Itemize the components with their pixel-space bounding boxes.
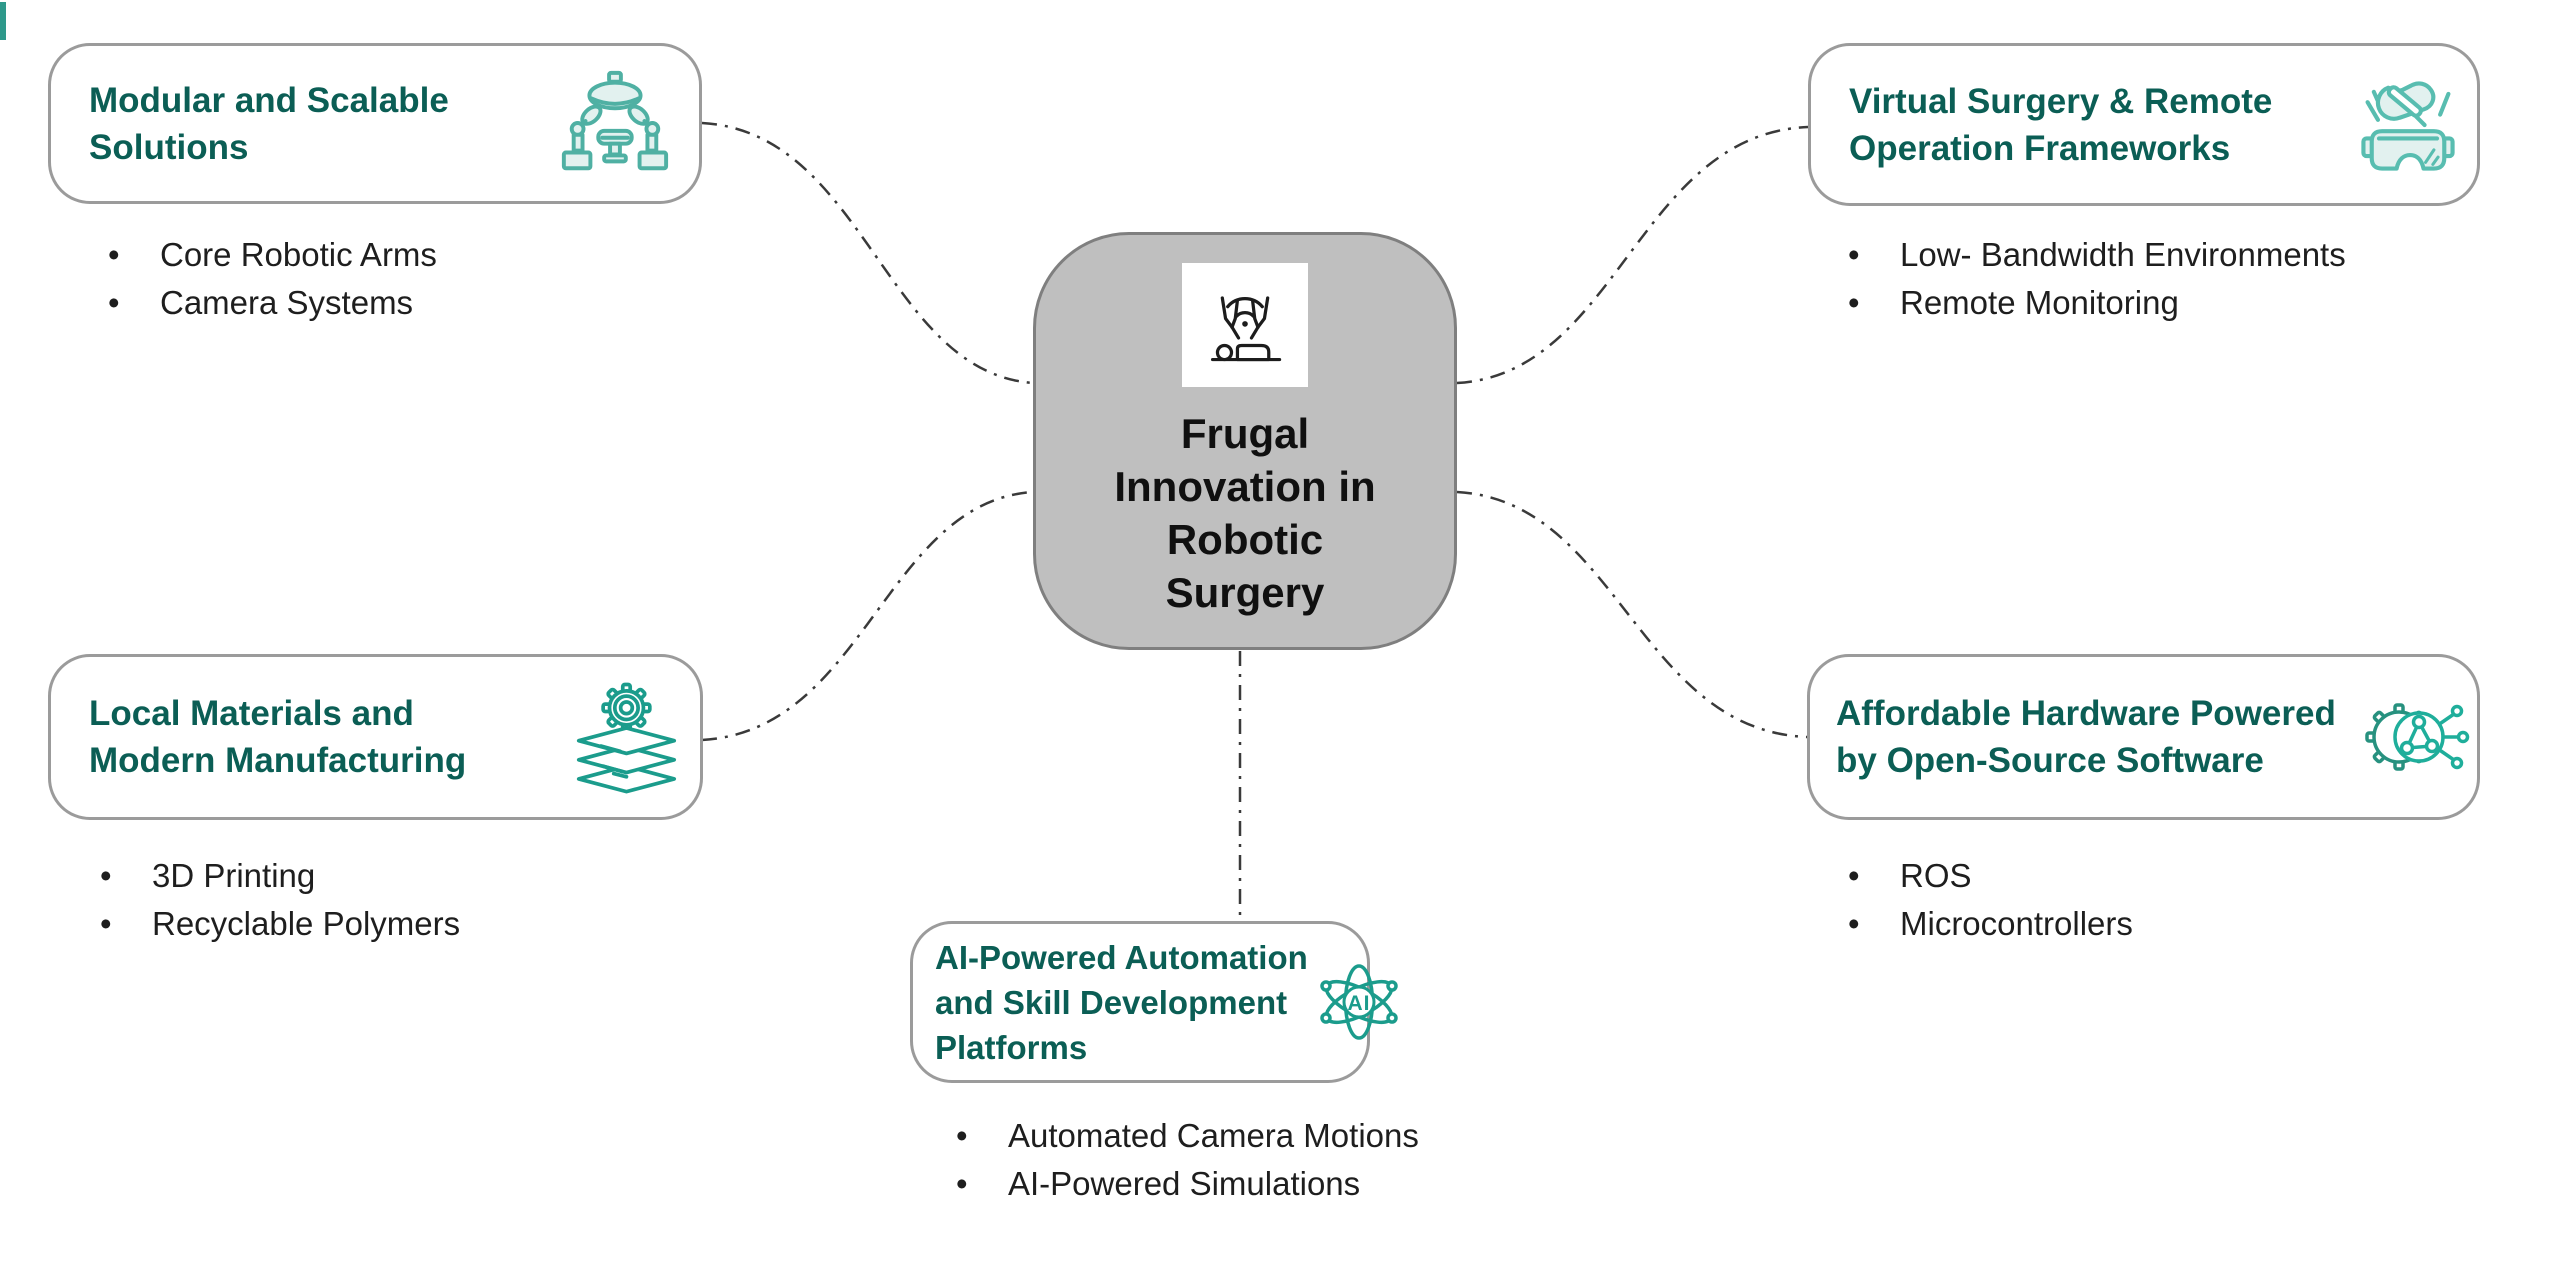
branch-title-line: by Open-Source Software (1836, 741, 2264, 780)
bullet-text: Automated Camera Motions (1008, 1117, 1419, 1154)
branch-title-line: Operation Frameworks (1849, 128, 2231, 168)
bullet-text: AI-Powered Simulations (1008, 1165, 1361, 1202)
center-title-line: Frugal (1180, 410, 1310, 457)
branch-card-affordable-hardware: Affordable Hardware Powered by Open-Sour… (1807, 654, 2480, 820)
bullet-text: Remote Monitoring (1900, 284, 2179, 321)
branch-bullets-virtual-remote: Low- Bandwidth Environments Remote Monit… (1848, 231, 2346, 327)
center-title-line: Robotic (1166, 516, 1324, 563)
branch-title-line: Modular and Scalable (89, 80, 449, 120)
ai-icon-label: AI (1347, 992, 1370, 1015)
slide-edge-accent (0, 2, 6, 40)
branch-title-line: AI-Powered Automation (935, 938, 1308, 976)
branch-title-line: Solutions (89, 127, 249, 167)
surgical-robot-station-icon (555, 65, 673, 183)
layered-materials-gear-icon (568, 676, 686, 798)
bullet-item: 3D Printing (100, 852, 460, 900)
vr-goggles-scalpel-icon (2351, 69, 2465, 181)
bullet-item: ROS (1848, 852, 2133, 900)
bullet-text: Camera Systems (160, 284, 414, 321)
branch-card-local-materials: Local Materials and Modern Manufacturing (48, 654, 703, 820)
branch-title: Affordable Hardware Powered by Open-Sour… (1836, 690, 2363, 784)
branch-card-ai-platforms: AI-Powered Automation and Skill Developm… (910, 921, 1398, 1083)
branch-bullets-modular-scalable: Core Robotic Arms Camera Systems (108, 231, 437, 327)
branch-title: Modular and Scalable Solutions (89, 77, 555, 171)
bullet-item: Core Robotic Arms (108, 231, 437, 279)
bullet-item: Remote Monitoring (1848, 279, 2346, 327)
bullet-item: Low- Bandwidth Environments (1848, 231, 2346, 279)
branch-title: Local Materials and Modern Manufacturing (89, 690, 568, 784)
branch-bullets-affordable-hardware: ROS Microcontrollers (1848, 852, 2133, 948)
center-node: Frugal Innovation in Robotic Surgery (1033, 232, 1457, 650)
connector-top-right (1456, 125, 1809, 385)
branch-card-modular-scalable: Modular and Scalable Solutions (48, 43, 702, 204)
branch-title-line: Virtual Surgery & Remote (1849, 81, 2273, 121)
center-title-line: Surgery (1165, 569, 1325, 616)
center-title-line: Innovation in (1114, 463, 1376, 510)
branch-title-line: Local Materials and (89, 694, 414, 733)
branch-title: Virtual Surgery & Remote Operation Frame… (1849, 78, 2351, 172)
ai-atom-icon: AI (1308, 951, 1410, 1053)
connector-top-left (701, 121, 1034, 385)
bullet-text: Microcontrollers (1900, 905, 2133, 942)
branch-title: AI-Powered Automation and Skill Developm… (935, 935, 1308, 1070)
branch-title-line: and Skill Development (935, 983, 1288, 1021)
connector-bottom-left (701, 490, 1034, 742)
branch-bullets-local-materials: 3D Printing Recyclable Polymers (100, 852, 460, 948)
bullet-item: Camera Systems (108, 279, 437, 327)
bullet-item: Microcontrollers (1848, 900, 2133, 948)
connector-bottom-right (1456, 490, 1808, 739)
bullet-item: AI-Powered Simulations (956, 1160, 1419, 1208)
bullet-item: Recyclable Polymers (100, 900, 460, 948)
branch-title-line: Platforms (935, 1028, 1088, 1066)
bullet-text: ROS (1900, 857, 1972, 894)
branch-title-line: Affordable Hardware Powered (1836, 694, 2336, 733)
bullet-text: Core Robotic Arms (160, 236, 437, 273)
bullet-text: Recyclable Polymers (152, 905, 461, 942)
branch-bullets-ai-platforms: Automated Camera Motions AI-Powered Simu… (956, 1112, 1419, 1208)
center-node-title: Frugal Innovation in Robotic Surgery (1114, 407, 1375, 619)
bullet-item: Automated Camera Motions (956, 1112, 1419, 1160)
branch-title-line: Modern Manufacturing (89, 741, 467, 780)
bullet-text: Low- Bandwidth Environments (1900, 236, 2346, 273)
bullet-text: 3D Printing (152, 857, 316, 894)
branch-card-virtual-remote: Virtual Surgery & Remote Operation Frame… (1808, 43, 2480, 206)
robotic-arms-wifi-patient-icon (1182, 263, 1308, 387)
gear-network-icon (2363, 685, 2473, 789)
